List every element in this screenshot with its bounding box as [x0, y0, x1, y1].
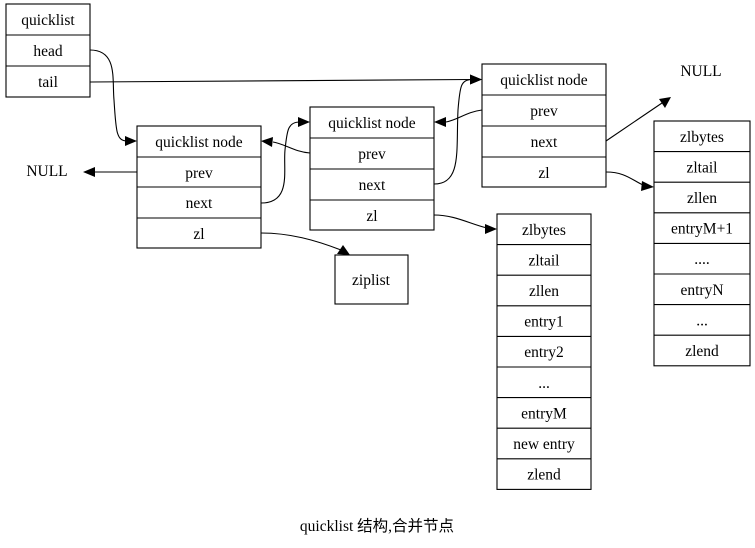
arrowhead-node1-zl: [337, 245, 350, 255]
null-right-label: NULL: [680, 63, 721, 80]
merged-ziplist-field-5: ...: [538, 375, 550, 392]
quicklist-node-2: quicklist node prev next zl: [309, 106, 435, 231]
diagram-caption: quicklist 结构,合并节点: [300, 517, 454, 535]
right-ziplist-field-4: ....: [694, 251, 710, 268]
merged-ziplist-field-1: zltail: [529, 252, 560, 269]
pointer-edges: [83, 49, 671, 255]
edge-node2-zl-to-merged: [433, 214, 488, 229]
arrowhead-head: [125, 136, 137, 146]
arrowhead-node1-next: [298, 117, 310, 127]
merged-ziplist: zlbytes zltail zllen entry1 entry2... entryM n…: [496, 213, 592, 490]
edge-node3-zl-to-right: [605, 171, 644, 186]
arrowhead-node3-zl: [641, 181, 654, 191]
node2-prev-field: prev: [358, 146, 386, 163]
arrowhead-node2-next: [470, 74, 482, 85]
right-ziplist-field-3: entryM+1: [671, 221, 733, 238]
ziplist-box: ziplist: [334, 254, 409, 305]
arrowhead-null-right: [659, 97, 671, 108]
edge-node3-next-to-null: [605, 102, 663, 142]
edge-node1-zl-to-ziplist: [260, 232, 342, 251]
merged-ziplist-field-8: zlend: [527, 467, 561, 484]
right-ziplist: zlbytes zltail zllen entryM+1.... entryN... z…: [653, 120, 751, 367]
arrowhead-node2-zl: [485, 224, 497, 234]
merged-ziplist-field-0: zlbytes: [522, 222, 566, 239]
right-ziplist-field-5: entryN: [680, 282, 723, 299]
arrowhead-null-left: [83, 167, 95, 177]
node2-title: quicklist node: [328, 115, 416, 132]
right-ziplist-field-0: zlbytes: [680, 129, 724, 146]
quicklist-struct: quicklist head tail: [5, 3, 91, 98]
edge-node2-next-to-node3: [433, 78, 473, 185]
node3-title: quicklist node: [500, 72, 588, 89]
edge-head-to-node1: [89, 49, 128, 142]
node1-prev-field: prev: [185, 165, 213, 182]
ziplist-label: ziplist: [352, 272, 391, 289]
arrowhead-node3-prev: [434, 117, 446, 127]
node2-next-field: next: [359, 177, 386, 194]
merged-ziplist-field-6: entryM: [521, 405, 567, 422]
quicklist-head-field: head: [33, 43, 63, 60]
merged-ziplist-field-4: entry2: [524, 344, 564, 361]
quicklist-node-3: quicklist node prev next zl: [481, 63, 607, 188]
right-ziplist-field-7: zlend: [685, 343, 719, 360]
edge-node1-next-to-node2: [260, 121, 301, 204]
node3-prev-field: prev: [530, 103, 558, 120]
merged-ziplist-field-2: zllen: [529, 283, 559, 300]
node1-title: quicklist node: [155, 134, 243, 151]
null-left-label: NULL: [26, 163, 67, 180]
node1-zl-field: zl: [193, 226, 204, 243]
node1-next-field: next: [186, 195, 213, 212]
right-ziplist-field-2: zllen: [687, 190, 717, 207]
right-ziplist-field-1: zltail: [687, 159, 718, 176]
node3-next-field: next: [531, 134, 558, 151]
merged-ziplist-field-7: new entry: [513, 436, 575, 453]
quicklist-tail-field: tail: [38, 74, 58, 91]
edge-node3-prev-to-node2: [445, 109, 483, 123]
quicklist-node-1: quicklist node prev next zl: [136, 125, 262, 249]
merged-ziplist-field-3: entry1: [524, 314, 564, 331]
node2-zl-field: zl: [366, 208, 377, 225]
edge-node2-prev-to-node1: [272, 141, 311, 154]
node3-zl-field: zl: [538, 165, 549, 182]
edge-tail-to-node3: [89, 78, 473, 83]
arrowhead-node2-prev: [261, 137, 273, 147]
right-ziplist-field-6: ...: [696, 312, 708, 329]
quicklist-title: quicklist: [21, 12, 75, 29]
